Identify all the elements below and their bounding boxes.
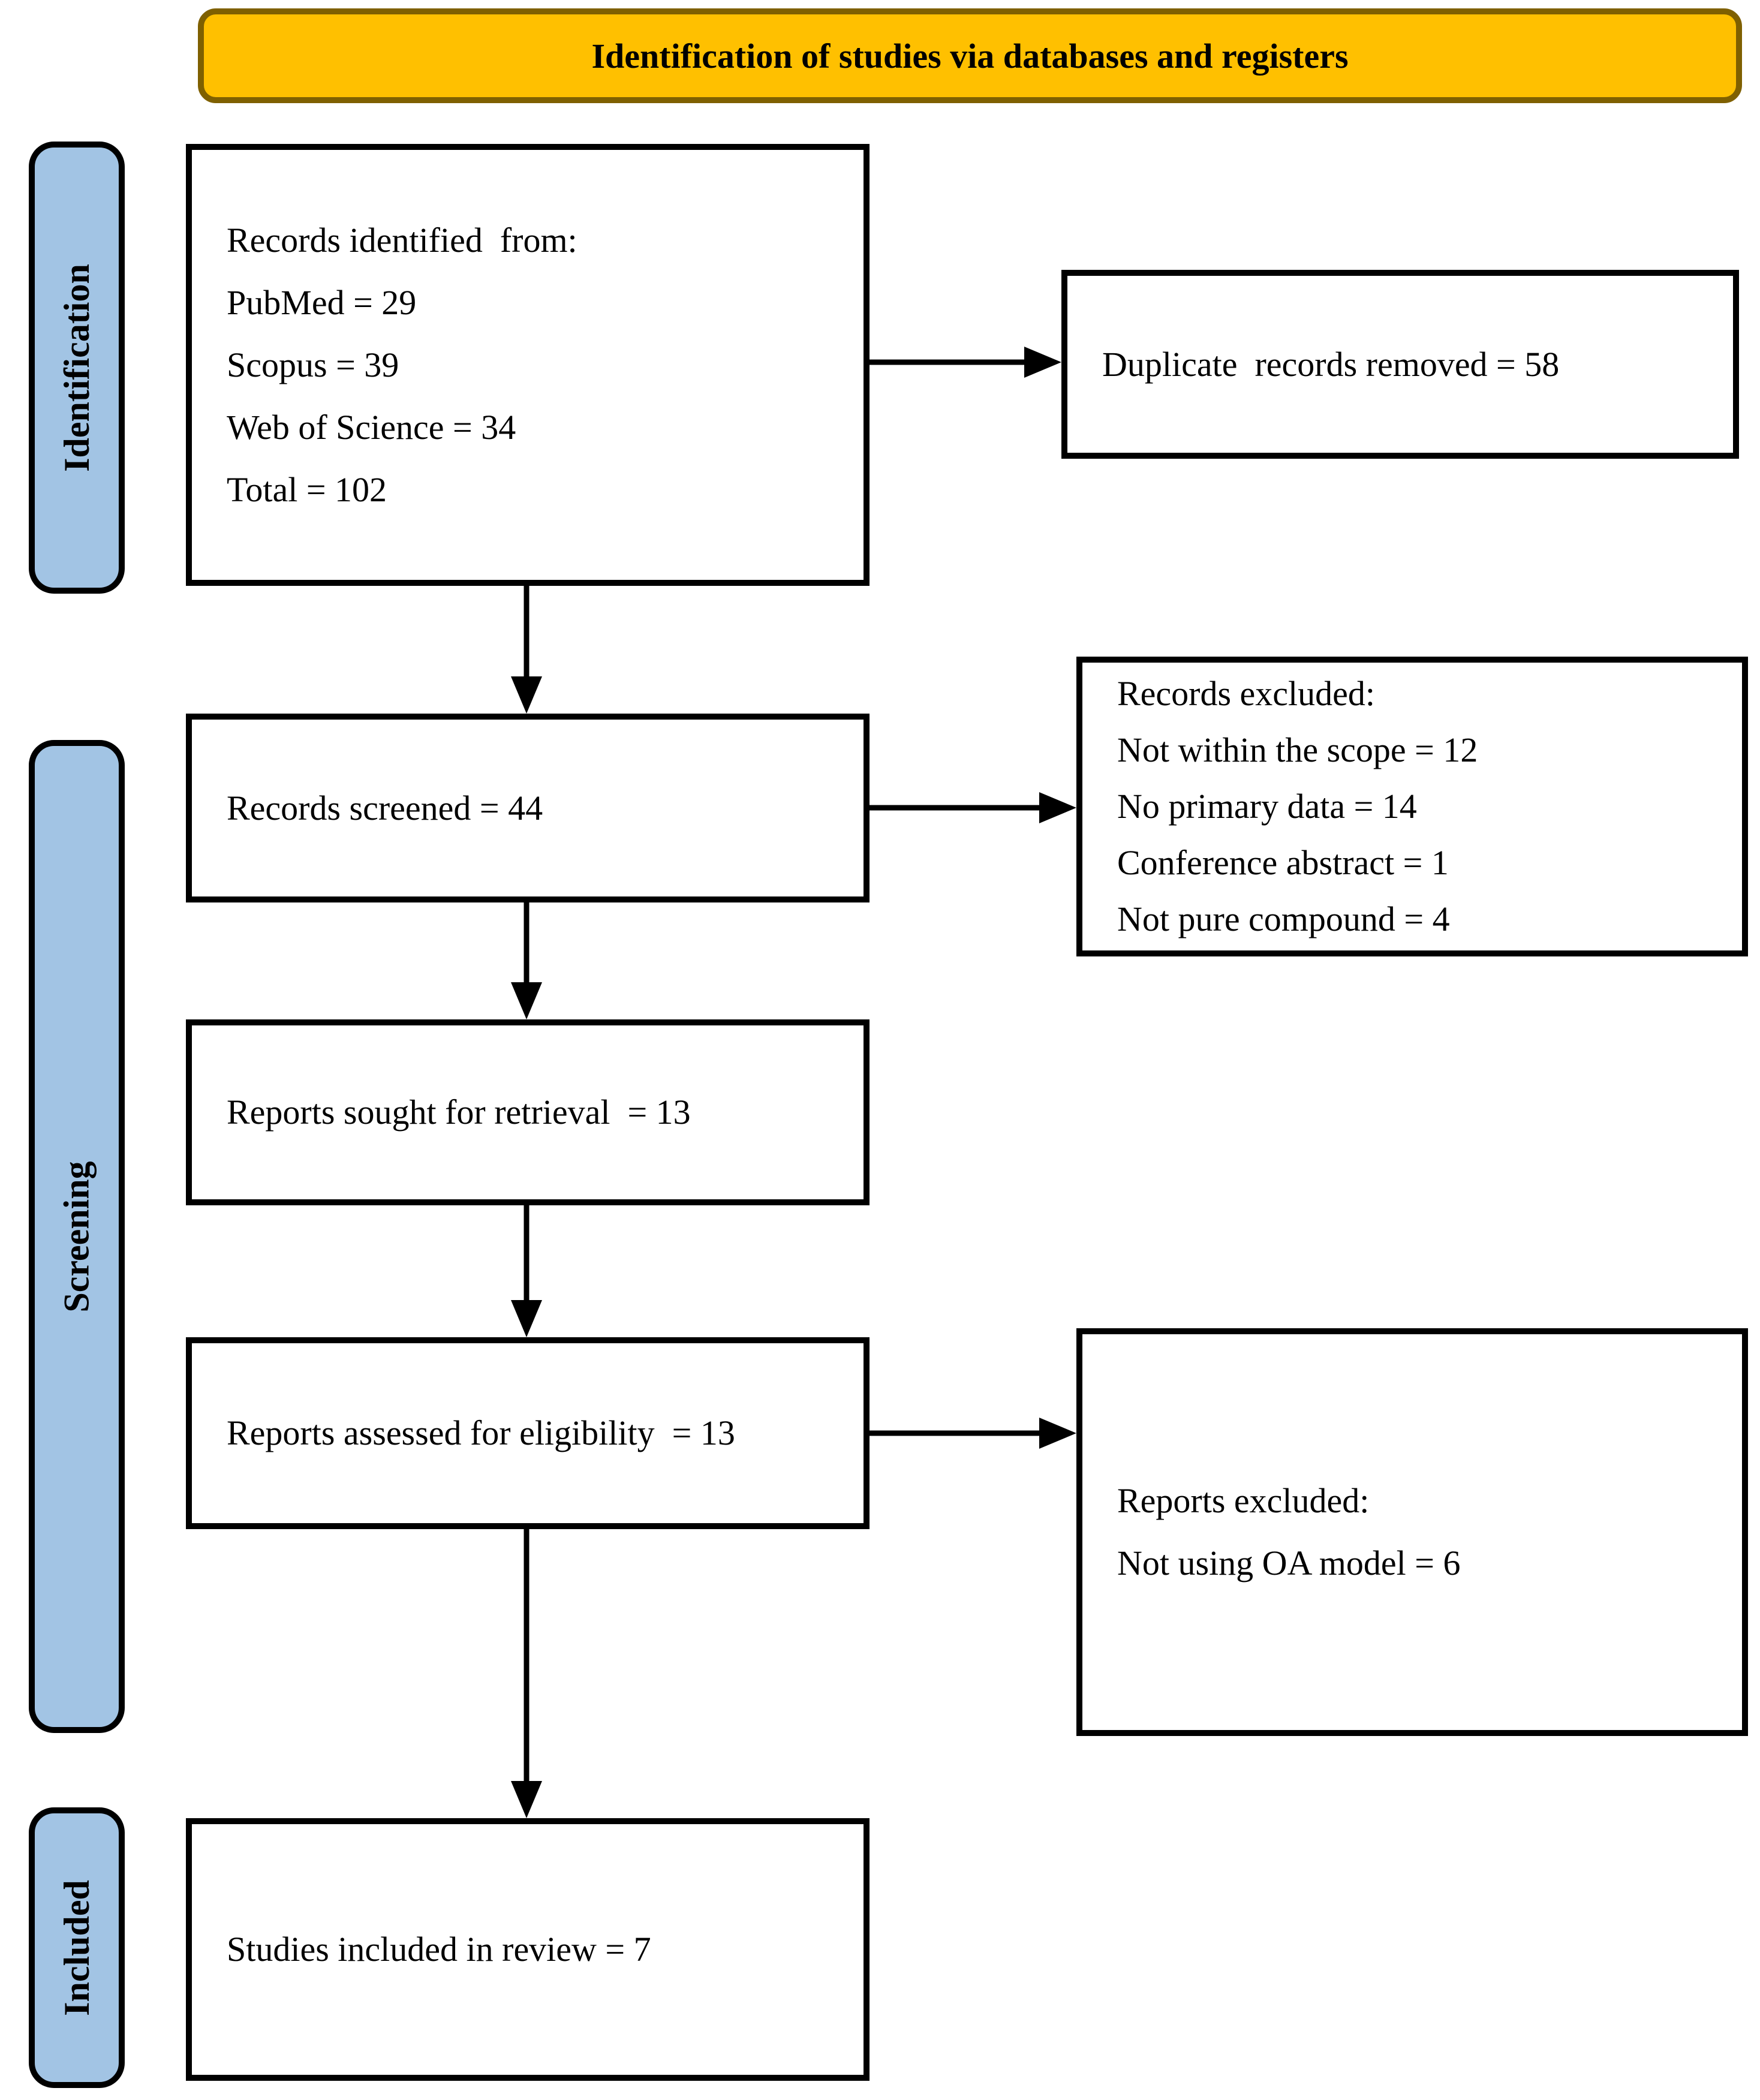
records-identified-wos: Web of Science = 34 [227,407,516,447]
stage-label-included-text: Included [56,1879,97,2016]
records-screened-text: Records screened = 44 [227,788,543,828]
records-identified-total: Total = 102 [227,470,387,509]
box-reports-excluded: Reports excluded: Not using OA model = 6 [1076,1328,1748,1736]
arrow-sought-to-assessed [511,1205,542,1337]
box-records-screened: Records screened = 44 [186,714,870,902]
reports-excluded-heading: Reports excluded: [1117,1481,1370,1520]
arrow-screened-to-sought [511,902,542,1019]
box-reports-assessed: Reports assessed for eligibility = 13 [186,1337,870,1529]
arrow-assessed-to-included [511,1529,542,1818]
records-excluded-pure-compound: Not pure compound = 4 [1117,899,1450,938]
records-identified-scopus: Scopus = 39 [227,345,399,384]
stage-label-screening: Screening [29,740,125,1733]
banner: Identification of studies via databases … [198,8,1742,103]
box-reports-sought: Reports sought for retrieval = 13 [186,1019,870,1205]
arrow-identified-to-duplicates [870,347,1061,378]
box-records-identified: Records identified from: PubMed = 29 Sco… [186,144,870,586]
records-excluded-primary-data: No primary data = 14 [1117,787,1417,826]
stage-label-identification-text: Identification [56,263,97,472]
box-records-excluded: Records excluded: Not within the scope =… [1076,657,1748,956]
arrow-screened-to-records-excluded [870,792,1076,823]
arrow-assessed-to-reports-excluded [870,1418,1076,1449]
reports-assessed-text: Reports assessed for eligibility = 13 [227,1413,735,1452]
records-excluded-conference: Conference abstract = 1 [1117,843,1449,882]
arrow-identified-to-screened [511,586,542,714]
box-duplicates-removed: Duplicate records removed = 58 [1061,270,1739,459]
stage-label-screening-text: Screening [56,1160,97,1313]
box-studies-included: Studies included in review = 7 [186,1818,870,2081]
reports-sought-text: Reports sought for retrieval = 13 [227,1093,691,1132]
duplicates-removed-text: Duplicate records removed = 58 [1102,344,1560,384]
banner-title: Identification of studies via databases … [591,36,1349,76]
records-identified-heading: Records identified from: [227,220,577,260]
records-identified-pubmed: PubMed = 29 [227,282,417,322]
records-excluded-heading: Records excluded: [1117,674,1376,713]
reports-excluded-oa-model: Not using OA model = 6 [1117,1544,1461,1582]
stage-label-included: Included [29,1807,125,2088]
records-excluded-scope: Not within the scope = 12 [1117,730,1478,769]
stage-label-identification: Identification [29,142,125,594]
studies-included-text: Studies included in review = 7 [227,1930,651,1969]
